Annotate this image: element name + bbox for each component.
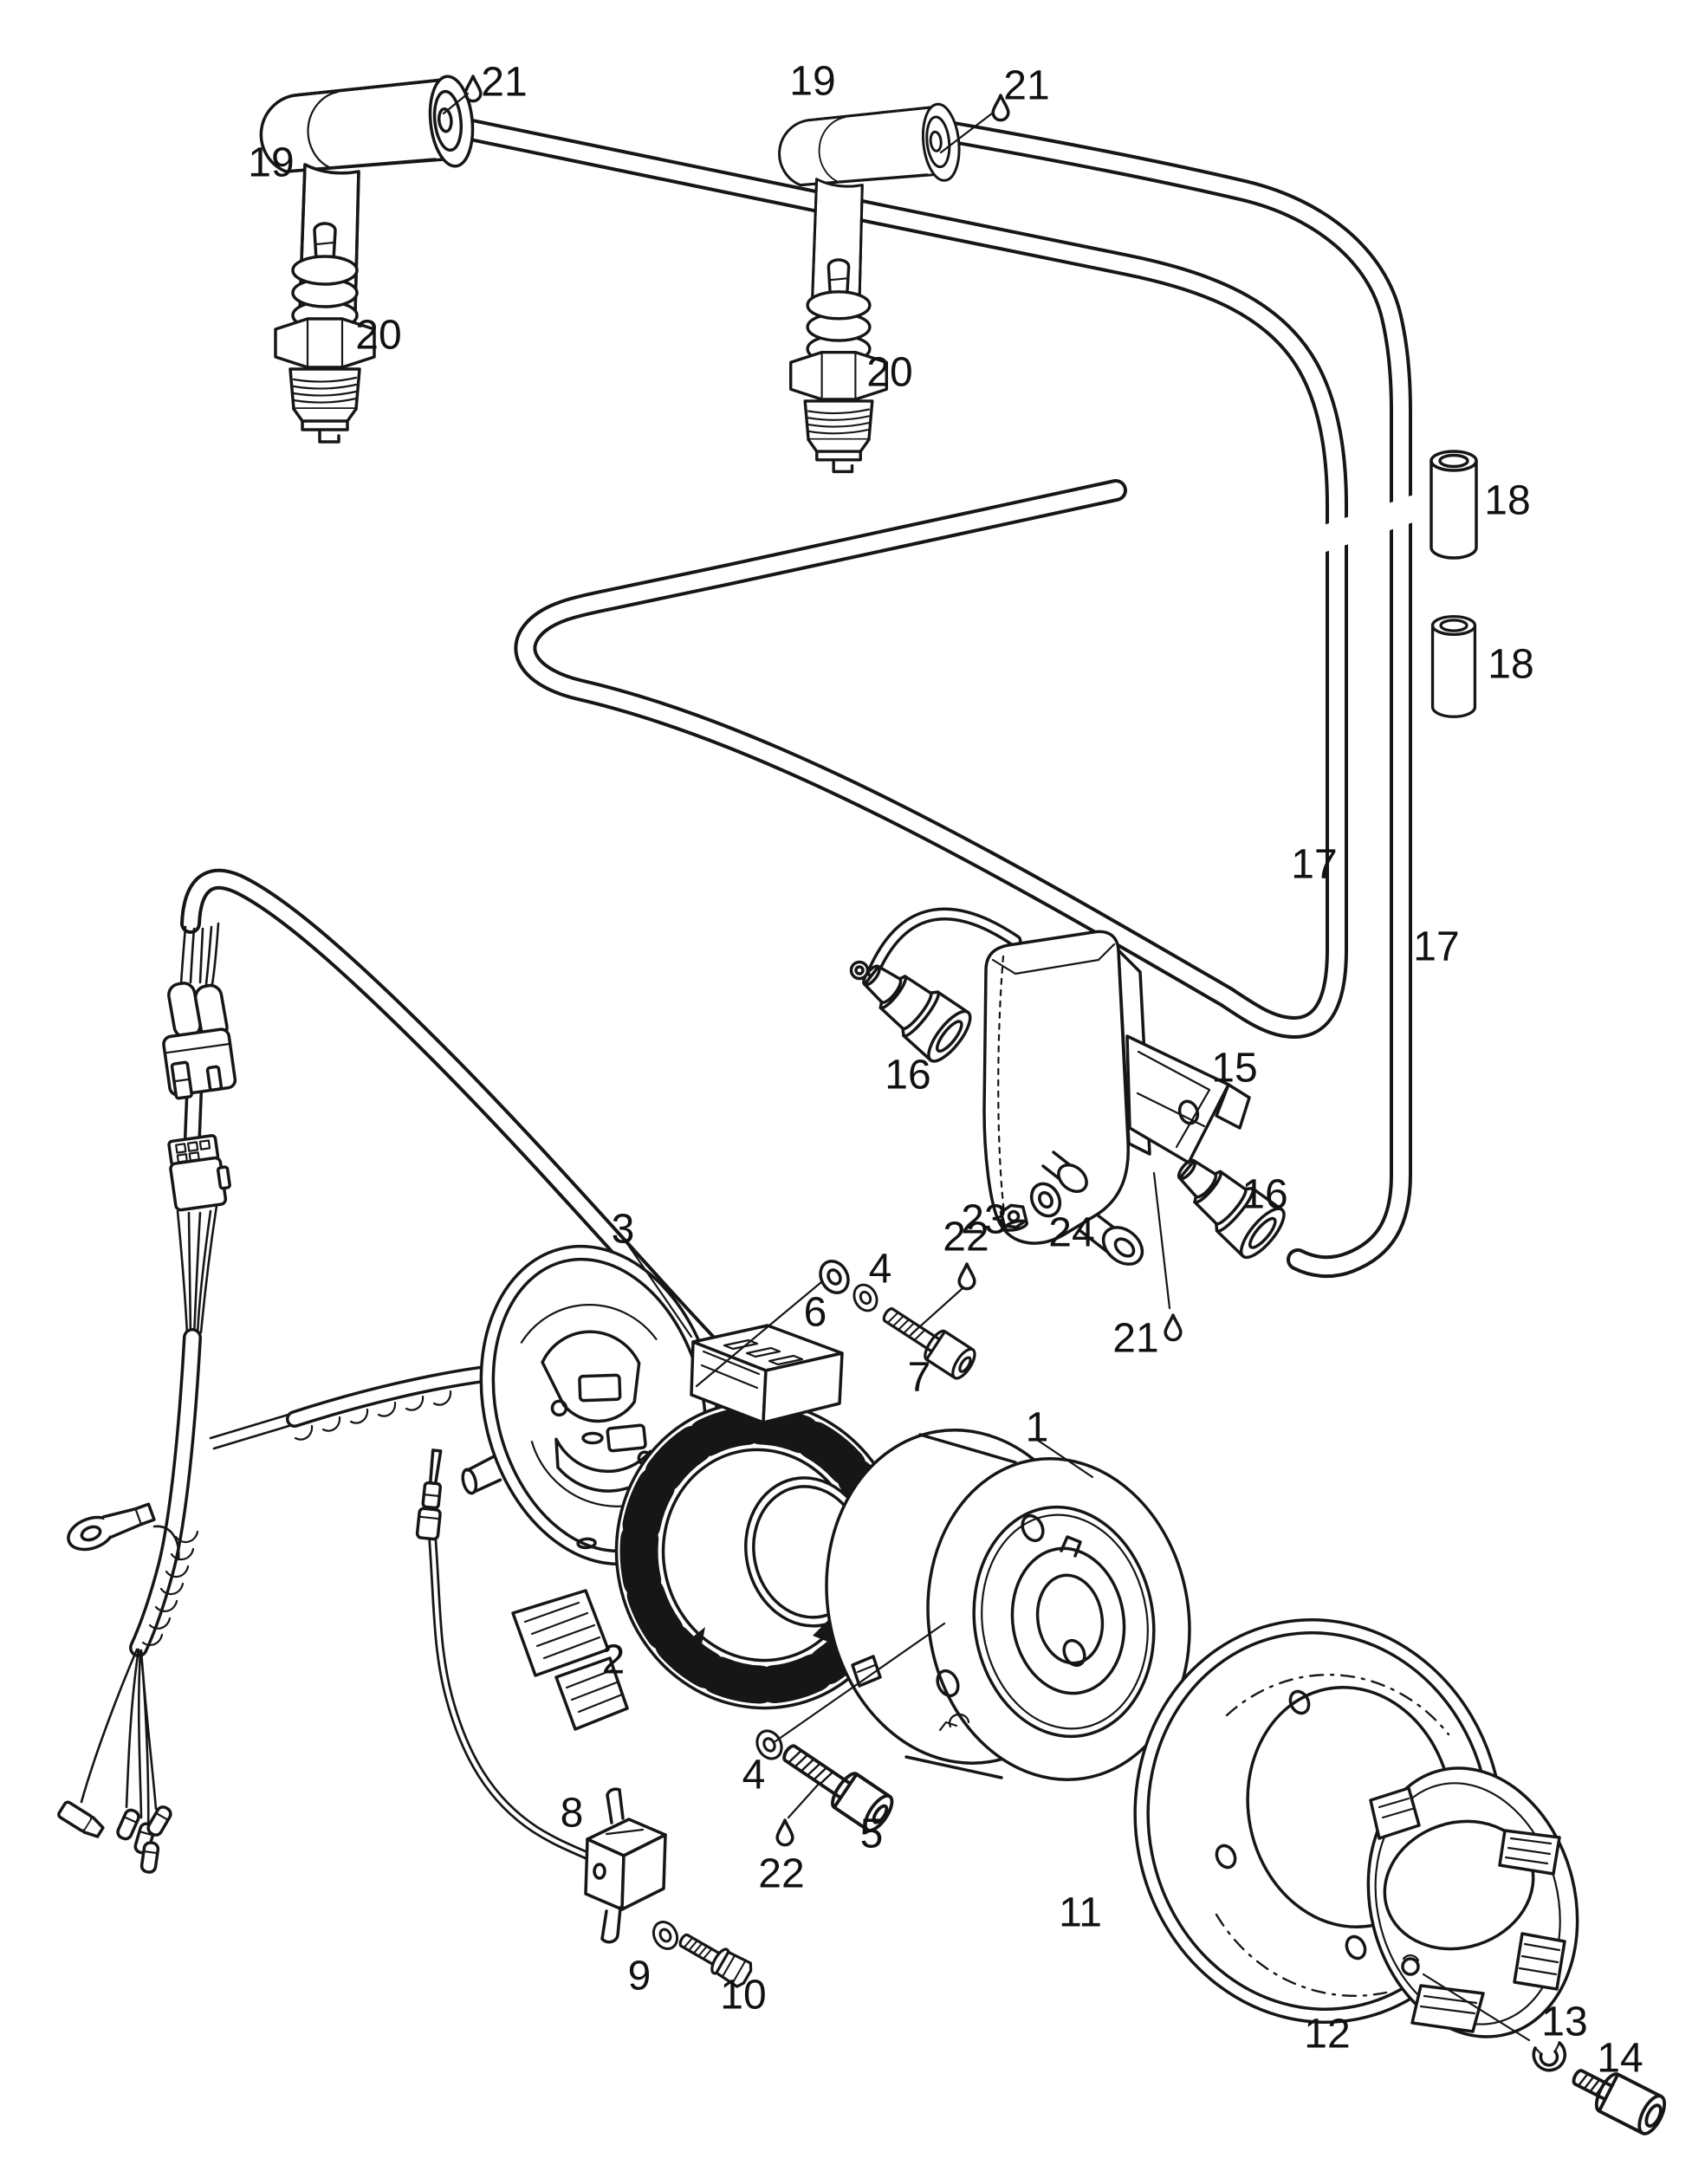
cable-guide-block bbox=[584, 1787, 667, 1944]
part-number-label: 17 bbox=[1413, 924, 1459, 970]
coil-bracket bbox=[1125, 1034, 1251, 1164]
part-number-label: 19 bbox=[248, 140, 294, 186]
washer-9 bbox=[647, 1916, 684, 1954]
woodruff-key bbox=[851, 1655, 882, 1688]
leader-line bbox=[695, 1280, 823, 1388]
part-number-label: 14 bbox=[1597, 2036, 1643, 2082]
stator-harness-cable bbox=[180, 868, 721, 1357]
ignition-coil bbox=[982, 930, 1251, 1266]
part-number-label: 3 bbox=[612, 1207, 635, 1253]
part-number-label: 9 bbox=[628, 1954, 652, 1999]
spark-plug-wire-right bbox=[917, 117, 1412, 1279]
eyelet-terminal bbox=[849, 960, 870, 981]
part-number-label: 7 bbox=[908, 1355, 931, 1401]
part-number-label: 8 bbox=[561, 1791, 584, 1837]
part-number-label: 6 bbox=[804, 1290, 827, 1336]
lube-drop-icon bbox=[775, 1818, 794, 1847]
part-number-label: 15 bbox=[1211, 1046, 1257, 1092]
lube-drop-icon bbox=[957, 1262, 976, 1291]
bullet-terminals bbox=[116, 1805, 172, 1874]
rubber-sleeve-1 bbox=[1429, 450, 1478, 560]
stator-coil-detail bbox=[511, 1589, 839, 1731]
stator-connector-block bbox=[690, 1324, 844, 1424]
part-number-label: 11 bbox=[1059, 1890, 1102, 1936]
ring-terminal bbox=[67, 1502, 180, 1561]
leader-line bbox=[442, 92, 470, 115]
wire-cut-break bbox=[1304, 488, 1441, 557]
spade-terminal bbox=[57, 1800, 105, 1838]
lock-washer bbox=[1532, 2041, 1566, 2072]
rotation-arrow bbox=[938, 1713, 970, 1732]
part-number-label: 21 bbox=[481, 60, 527, 106]
spiral-wrap bbox=[141, 1530, 199, 1647]
part-number-label: 1 bbox=[1026, 1405, 1049, 1451]
fan-ring bbox=[1366, 1766, 1579, 2038]
harness-connector-small bbox=[167, 1134, 231, 1212]
pin-terminal bbox=[415, 1448, 443, 1541]
part-number-label: 18 bbox=[1488, 642, 1533, 688]
part-number-label: 21 bbox=[1112, 1316, 1158, 1362]
terminal-wires bbox=[80, 1648, 158, 1842]
leader-line bbox=[1422, 1973, 1531, 2042]
leader-line bbox=[939, 112, 994, 154]
leader-line bbox=[1035, 1438, 1094, 1479]
harness-connector-large bbox=[162, 922, 237, 1100]
part-number-label: 18 bbox=[1484, 478, 1530, 524]
part-number-label: 19 bbox=[789, 59, 835, 105]
part-number-label: 2 bbox=[602, 1637, 626, 1683]
part-number-label: 4 bbox=[869, 1247, 892, 1293]
part-number-label: 17 bbox=[1291, 842, 1337, 888]
leader-line bbox=[1152, 1171, 1171, 1310]
part-number-label: 20 bbox=[866, 350, 912, 396]
rubber-sleeve-2 bbox=[1430, 615, 1477, 718]
part-number-label: 12 bbox=[1304, 2012, 1350, 2058]
part-number-label: 10 bbox=[720, 1973, 766, 2019]
coil-nut bbox=[999, 1203, 1029, 1232]
part-number-label: 13 bbox=[1541, 1999, 1587, 2045]
part-number-label: 4 bbox=[742, 1753, 766, 1798]
spark-plug-cap-left bbox=[259, 73, 479, 321]
part-number-label: 16 bbox=[885, 1053, 930, 1098]
leader-line bbox=[626, 1243, 693, 1338]
spark-plug-wire-left bbox=[460, 119, 1348, 1039]
flywheel bbox=[825, 1429, 1191, 1781]
part-number-label: 16 bbox=[1241, 1172, 1287, 1218]
part-number-label: 23 bbox=[961, 1197, 1007, 1243]
lube-drop-icon bbox=[1164, 1313, 1183, 1342]
coil-ht-stub bbox=[866, 907, 1022, 979]
leader-line bbox=[787, 1781, 821, 1819]
part-number-label: 24 bbox=[1048, 1210, 1094, 1256]
part-number-label: 20 bbox=[355, 313, 401, 359]
part-number-label: 5 bbox=[860, 1811, 884, 1857]
lube-drop-icon bbox=[464, 75, 483, 103]
leader-line bbox=[774, 1622, 946, 1743]
leader-line bbox=[910, 1287, 963, 1336]
leader-lines bbox=[442, 92, 1531, 2042]
ring-lugs bbox=[1369, 1786, 1566, 2033]
coil-terminals bbox=[1041, 1150, 1144, 1266]
harness-wire-bundle bbox=[129, 1328, 202, 1657]
part-number-label: 22 bbox=[943, 1215, 989, 1260]
part-number-label: 21 bbox=[1003, 63, 1049, 109]
pickup-cable bbox=[415, 1448, 592, 1860]
part-number-label: 22 bbox=[758, 1851, 804, 1897]
harness-wire-fan bbox=[176, 1204, 218, 1338]
